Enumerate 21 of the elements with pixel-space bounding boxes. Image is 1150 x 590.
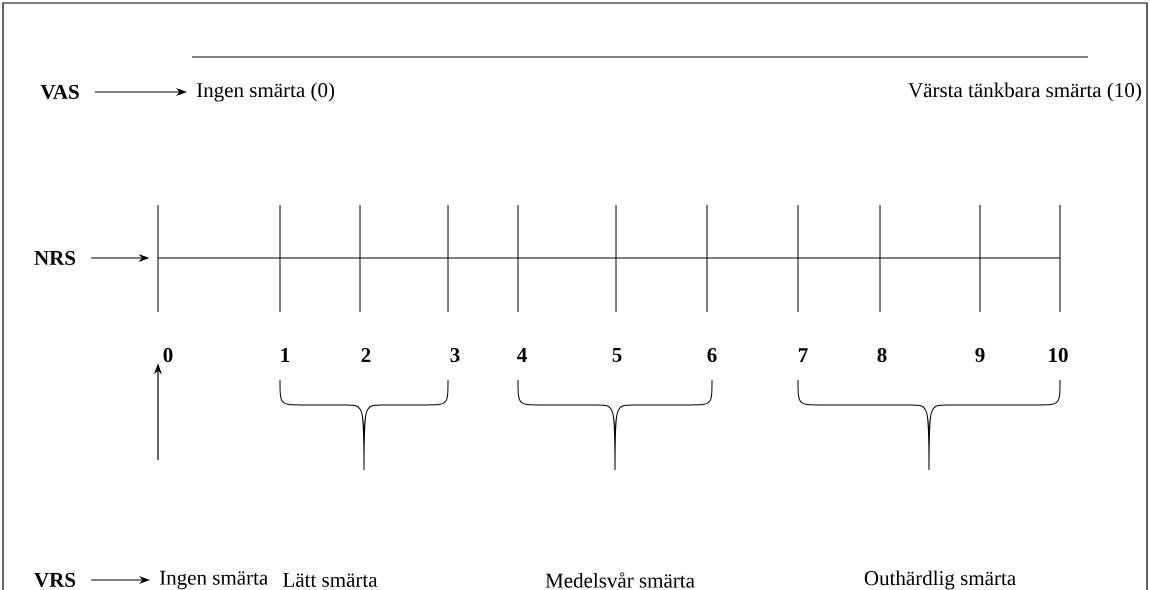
tick-number: 6 bbox=[707, 347, 717, 363]
tick-number: 7 bbox=[798, 348, 808, 362]
category-label: Outhärdlig smärta bbox=[864, 570, 1016, 590]
category-label: Medelsvår smärta bbox=[545, 572, 695, 588]
scale-label: Ingen smärta bbox=[159, 570, 268, 590]
tick-number: 5 bbox=[612, 348, 622, 362]
scale-abbreviation: VRS bbox=[34, 572, 76, 588]
scale-abbreviation: NRS bbox=[34, 250, 76, 266]
scale-abbreviation: VAS bbox=[40, 84, 79, 100]
tick-number: 2 bbox=[361, 348, 371, 362]
tick-number: 3 bbox=[450, 347, 460, 363]
tick-number: 4 bbox=[517, 348, 527, 362]
tick-number: 9 bbox=[975, 347, 985, 363]
tick-number: 1 bbox=[281, 348, 290, 362]
category-label: Lätt smärta bbox=[283, 573, 378, 587]
numeric-scale bbox=[157, 204, 1061, 313]
scale-label: Ingen smärta (0) bbox=[196, 82, 335, 102]
tick-number: 8 bbox=[877, 347, 887, 363]
scale-label: Värsta tänkbara smärta (10) bbox=[908, 82, 1141, 102]
tick-number: 10 bbox=[1049, 347, 1068, 363]
tick-number: 0 bbox=[163, 347, 173, 363]
